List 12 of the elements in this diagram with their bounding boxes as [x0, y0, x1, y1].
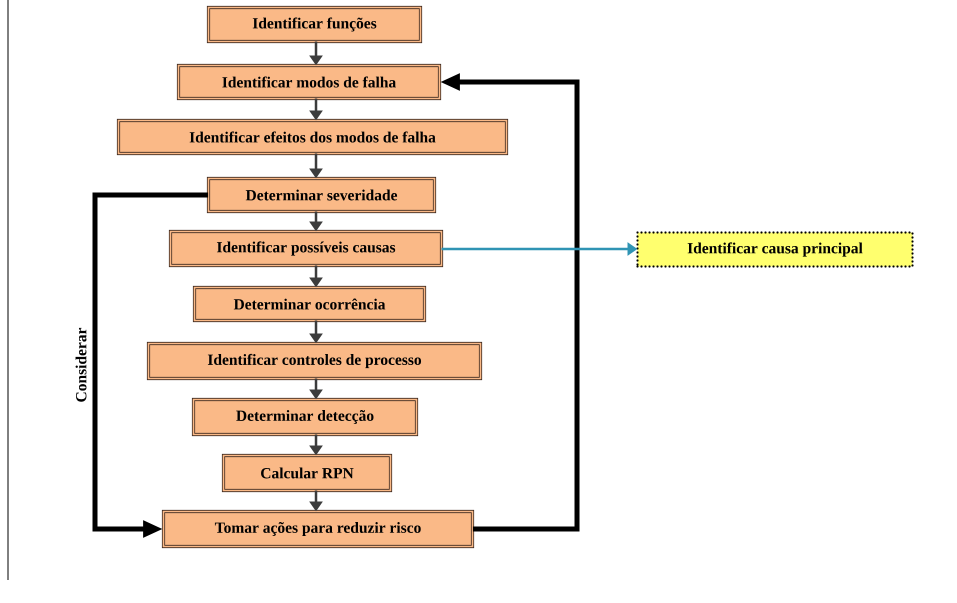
- process-box: Determinar severidade: [206, 176, 436, 214]
- process-box: Determinar detecção: [192, 398, 418, 436]
- process-box: Identificar modos de falha: [176, 64, 442, 100]
- process-box: Identificar efeitos dos modos de falha: [116, 118, 508, 156]
- process-box: Identificar possíveis causas: [168, 230, 444, 268]
- process-box: Tomar ações para reduzir risco: [162, 510, 474, 548]
- edge-label: Considerar: [74, 326, 88, 404]
- process-box: Identificar funções: [206, 6, 422, 44]
- note-box: Identificar causa principal: [636, 231, 914, 268]
- process-box: Identificar controles de processo: [146, 342, 482, 380]
- process-box: Determinar ocorrência: [192, 286, 426, 322]
- process-box: Calcular RPN: [222, 454, 392, 492]
